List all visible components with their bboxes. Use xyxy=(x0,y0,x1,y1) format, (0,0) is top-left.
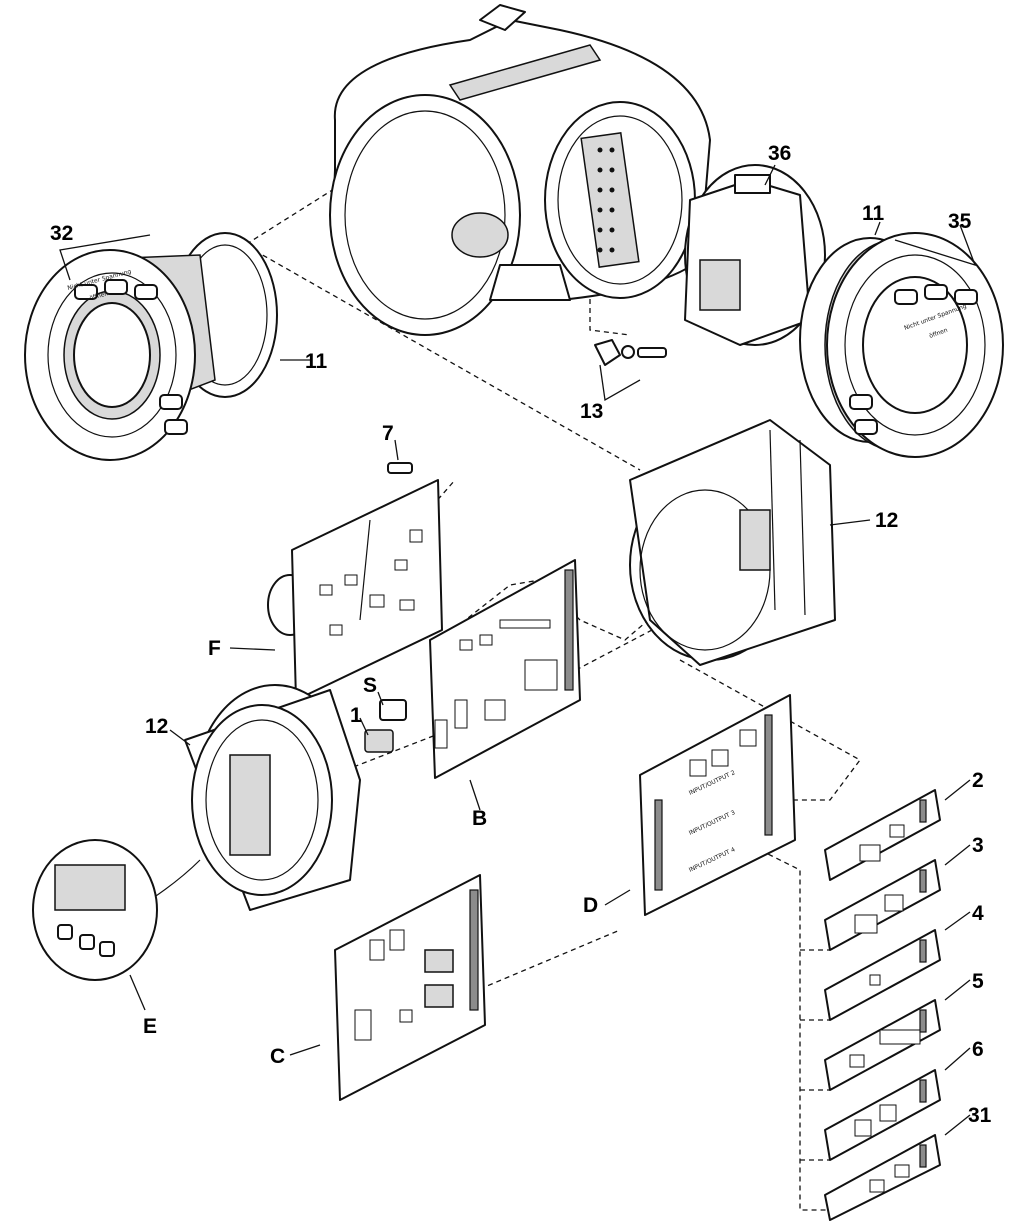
housing-insert-12 xyxy=(629,419,836,666)
callout-leaders xyxy=(59,164,977,1136)
fuse-7 xyxy=(387,462,413,474)
terminal-pins xyxy=(597,147,615,253)
callout-4: 4 xyxy=(972,902,984,925)
callout-36: 36 xyxy=(768,142,791,165)
display-holder-12 xyxy=(184,684,361,911)
callout-3: 3 xyxy=(972,834,984,857)
callout-2: 2 xyxy=(972,769,984,792)
callout-d: D xyxy=(583,894,598,917)
callout-7: 7 xyxy=(382,422,394,445)
callout-11-left: 11 xyxy=(305,350,328,373)
module-board-4 xyxy=(824,929,941,1021)
module-s xyxy=(379,699,407,721)
main-housing xyxy=(329,4,711,336)
module-1 xyxy=(364,729,394,753)
callout-5: 5 xyxy=(972,970,984,993)
board-d: INPUT/OUTPUT 2 INPUT/OUTPUT 3 INPUT/OUTP… xyxy=(639,694,796,916)
callout-31: 31 xyxy=(968,1104,992,1127)
right-cover-35: Nicht unter Spannung öffnen xyxy=(799,232,1004,458)
callout-1: 1 xyxy=(350,704,362,727)
cover-left-warning-2: öffnen xyxy=(89,290,109,302)
callout-35: 35 xyxy=(948,210,972,233)
screw-set-13 xyxy=(594,339,667,366)
callout-e: E xyxy=(143,1015,157,1038)
callout-6: 6 xyxy=(972,1038,984,1061)
callout-f: F xyxy=(208,637,221,660)
board-b xyxy=(429,559,581,779)
callout-32: 32 xyxy=(50,222,73,245)
board-f xyxy=(267,479,443,701)
module-board-6 xyxy=(824,1069,941,1161)
callout-s: S xyxy=(363,674,377,697)
module-board-2 xyxy=(824,789,941,881)
electronics-holder-36 xyxy=(684,164,826,346)
callout-c: C xyxy=(270,1045,285,1068)
left-cover-32: Nicht unter Spannung öffnen xyxy=(24,232,278,461)
module-board-31 xyxy=(824,1134,941,1221)
callout-b: B xyxy=(472,807,487,830)
callout-12-left: 12 xyxy=(145,715,168,738)
callout-13: 13 xyxy=(580,400,603,423)
module-board-5 xyxy=(824,999,941,1091)
board-c xyxy=(334,874,486,1101)
module-board-3 xyxy=(824,859,941,951)
callout-12-top: 12 xyxy=(875,509,898,532)
local-display-e xyxy=(32,839,201,981)
callout-labels: 32 11 36 11 35 13 7 12 F S 1 12 B E C D … xyxy=(50,142,992,1127)
callout-11-right: 11 xyxy=(862,202,885,225)
